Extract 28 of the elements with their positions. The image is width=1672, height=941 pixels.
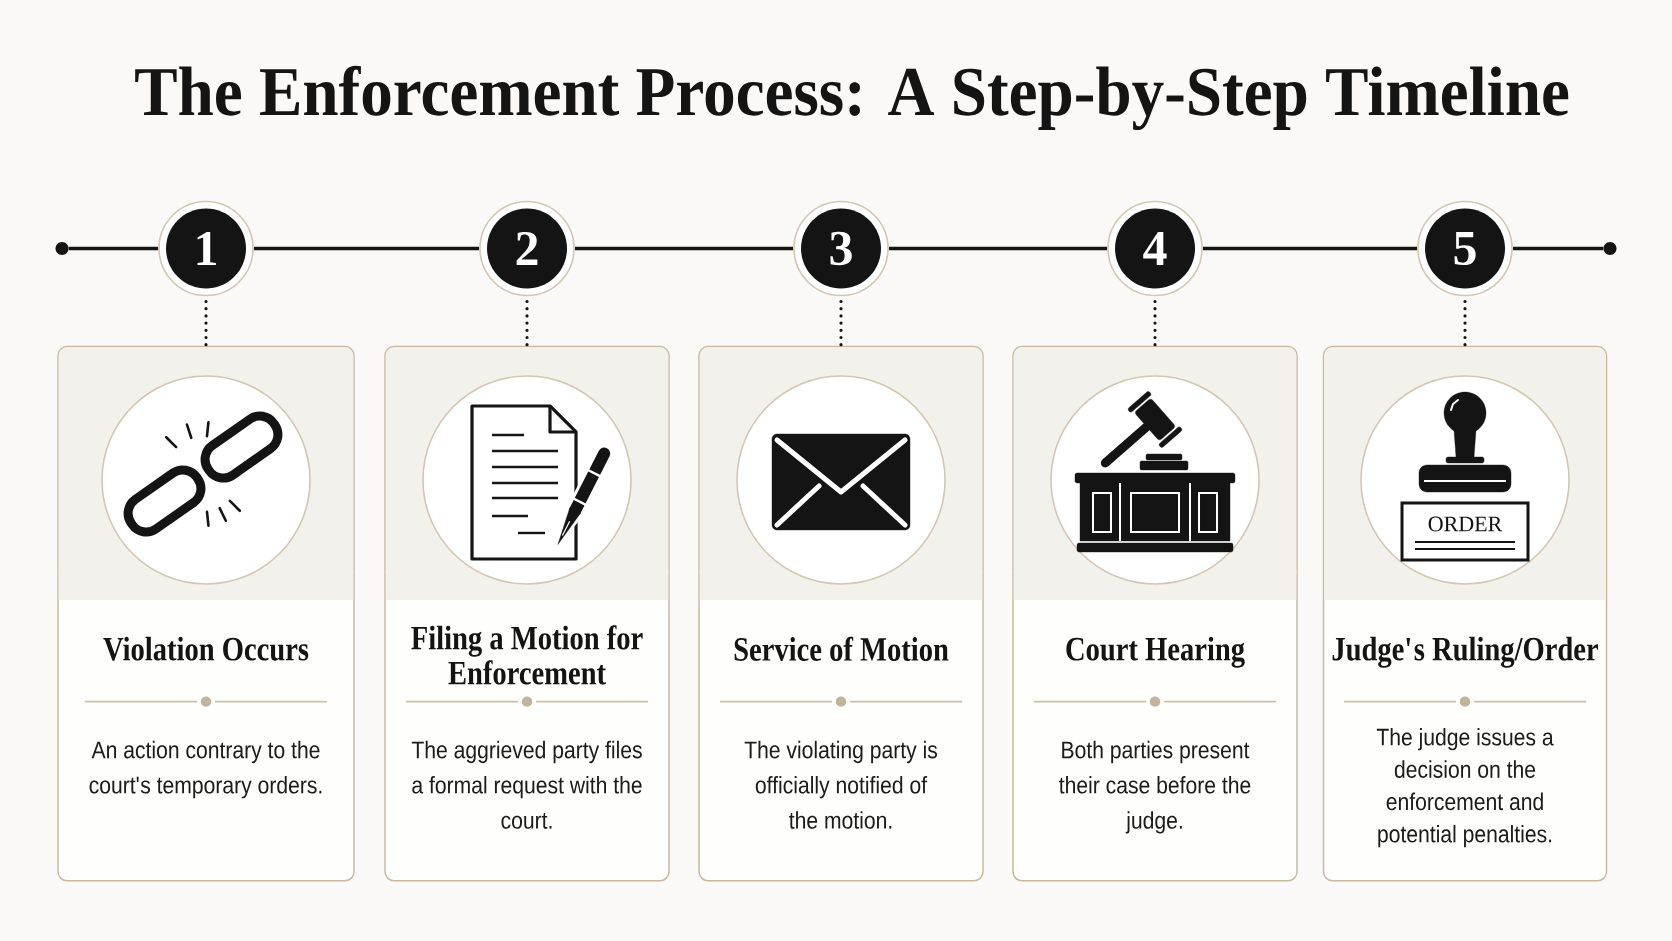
step-title: Filing a Motion for Enforcement xyxy=(411,625,643,685)
timeline-line xyxy=(1203,246,1417,251)
dotted-connector xyxy=(525,299,529,349)
timeline-line xyxy=(889,246,1107,251)
step-title: Judge's Ruling/Order xyxy=(1332,636,1599,668)
step-title: Court Hearing xyxy=(1066,636,1245,668)
number-badge: 3 xyxy=(793,200,889,297)
dotted-connector xyxy=(204,299,208,349)
dotted-connector xyxy=(839,299,843,349)
number-badge: 1 xyxy=(158,200,254,297)
stamp-text: ORDER xyxy=(1428,516,1503,532)
dotted-connector xyxy=(1463,299,1467,349)
number-badge: 4 xyxy=(1107,200,1203,297)
title: The Enforcement Process: A Step-by-Step Timeline xyxy=(135,65,1569,131)
step-description: Both parties present their case before the judge. xyxy=(1059,740,1251,834)
dotted-connector xyxy=(1153,299,1157,349)
step-description: The aggrieved party files a formal request with the court. xyxy=(411,740,642,829)
number-badge: 2 xyxy=(479,200,575,297)
step-title: Violation Occurs xyxy=(103,636,309,661)
timeline-line xyxy=(1513,246,1604,251)
number-badge: 5 xyxy=(1417,200,1513,297)
step-description: An action contrary to the court's temporary orders. xyxy=(89,740,322,799)
step-title: Service of Motion xyxy=(734,636,949,661)
timeline-line xyxy=(68,246,158,251)
timeline-line xyxy=(254,246,479,251)
step-description: The violating party is officially notified of the motion. xyxy=(744,740,938,829)
step-description: The judge issues a decision on the enforcement and potential penalties. xyxy=(1376,728,1554,848)
timeline-line xyxy=(575,246,793,251)
